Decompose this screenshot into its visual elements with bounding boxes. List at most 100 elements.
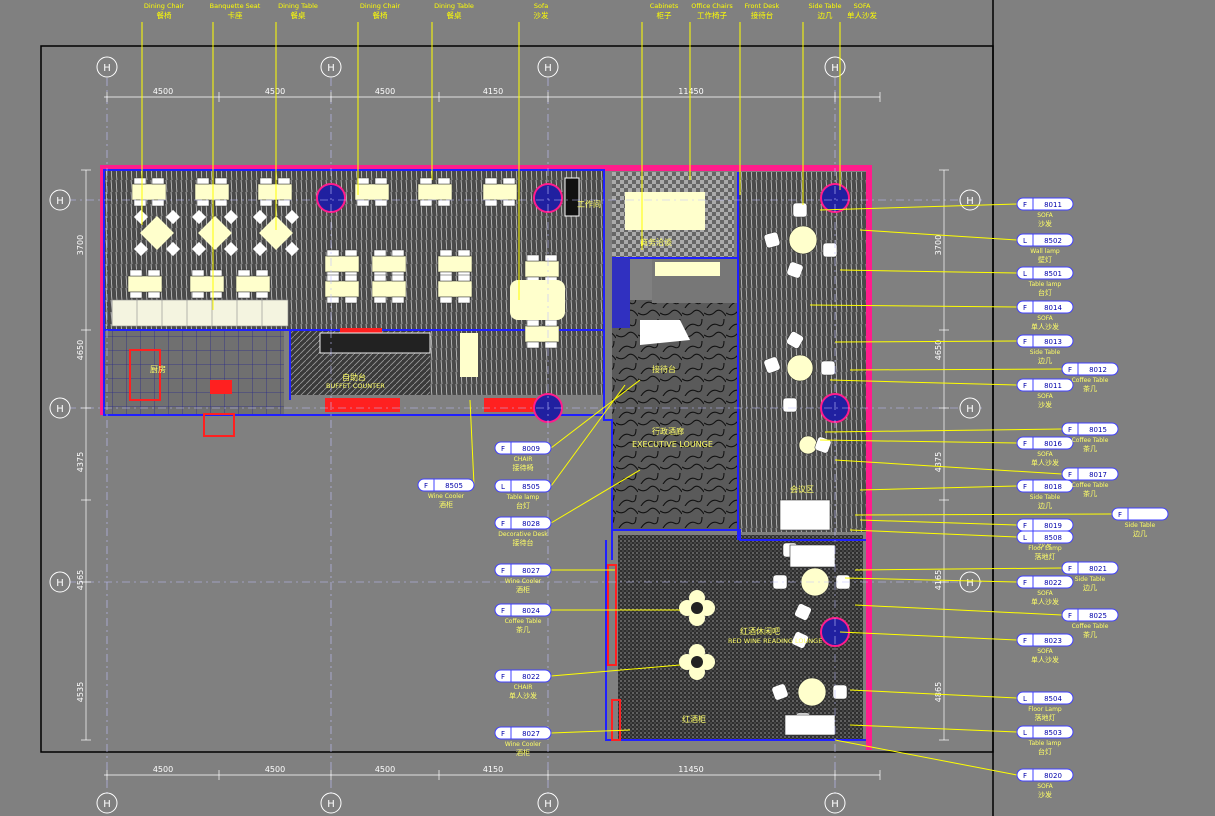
grid-bubble-label: H (966, 404, 974, 415)
tag-type: F (1068, 366, 1072, 374)
tag-type: L (1023, 534, 1027, 542)
dining-table-set (437, 274, 473, 304)
dim-right-label: 4375 (934, 452, 943, 472)
room-label-red-wine-cn: 红酒休闲吧 (740, 626, 780, 636)
dim-left-label: 4650 (76, 340, 85, 360)
tag-label-en: CHAIR (514, 684, 533, 691)
top-label-cn: 餐桌 (447, 10, 462, 20)
dining-table-set (194, 177, 230, 207)
tag-type: F (1023, 483, 1027, 491)
dining-chair (484, 177, 498, 185)
dim-top-label: 4500 (375, 87, 395, 96)
tag-box (1016, 378, 1074, 392)
room-label-meeting: 会议区 (790, 484, 814, 494)
tag-leader (834, 739, 1018, 776)
bar-counter (460, 333, 478, 377)
dining-chair (457, 296, 471, 304)
red-wine-sofa (789, 544, 836, 568)
room-label-front-desk: 接待台 (652, 364, 676, 374)
tag-label-en: Floor Lamp (1028, 545, 1062, 552)
tag-label-cn: 落地灯 (1035, 552, 1056, 561)
tag-label-en: Side Table (1125, 522, 1156, 529)
round-table-set (679, 590, 715, 626)
tag-code: 8505 (445, 482, 463, 490)
room-label-wine-cabinet: 红酒柜 (682, 714, 706, 724)
dining-chair (419, 177, 433, 185)
tag-label-cn: 台灯 (1038, 288, 1052, 297)
tag-label-en: Table lamp (1028, 740, 1062, 747)
meeting-sofa (779, 499, 831, 531)
round-table (691, 602, 703, 614)
room-label-red-wine-en: RED WINE READING LOUNGE (728, 637, 822, 645)
round-chair (679, 600, 695, 616)
tag-code: 8020 (1044, 772, 1062, 780)
dining-chair (326, 274, 340, 282)
tag-label-cn: 边几 (1083, 583, 1097, 592)
tag-type: F (1068, 426, 1072, 434)
grid-bubble: H (49, 571, 71, 593)
tag-code: 8011 (1044, 201, 1062, 209)
diamond-table-set (133, 209, 181, 257)
grid-bubble: H (537, 792, 559, 814)
tag-code: 8024 (522, 607, 540, 615)
tag-box (1061, 561, 1119, 575)
tag-leader (834, 340, 1018, 343)
dining-table-set (482, 177, 518, 207)
dim-top-label: 4500 (265, 87, 285, 96)
tag-code: 8027 (522, 567, 540, 575)
tag-leader (550, 729, 631, 734)
tag-leader (859, 229, 1018, 241)
room-labels: EXECUTIVE LOUNGE 行政酒廊 RED WINE READING L… (150, 199, 822, 724)
tag-leader (849, 368, 1063, 371)
dim-left-label: 4375 (76, 452, 85, 472)
tag-label-cn: 台灯 (516, 501, 530, 510)
dining-chair (344, 296, 358, 304)
dining-chair (484, 199, 498, 207)
lounge-chair (763, 356, 781, 374)
diamond-chair (223, 241, 239, 257)
grid-bubble: H (320, 792, 342, 814)
dim-bottom-label: 11450 (678, 765, 703, 774)
tag-code: 8502 (1044, 237, 1062, 245)
round-table (691, 656, 703, 668)
grid-bubble: H (320, 56, 342, 78)
grid-bubble-circle (320, 792, 342, 814)
tag-type: L (1023, 237, 1027, 245)
tag-label-cn: 沙发 (1038, 540, 1052, 549)
tag-box (494, 726, 552, 740)
tag-code: 8503 (1044, 729, 1062, 737)
tag-box (1016, 334, 1074, 348)
tag-code: 8019 (1044, 522, 1062, 530)
diamond-table (259, 216, 293, 250)
dining-chair (129, 291, 143, 299)
grid-bubble: H (96, 56, 118, 78)
dining-chair (356, 177, 370, 185)
top-label-cn: 餐椅 (157, 10, 172, 20)
tag-code: 8013 (1044, 338, 1062, 346)
tag-label-cn: 边几 (1133, 529, 1147, 538)
tag-code: 8501 (1044, 270, 1062, 278)
dining-chair (151, 177, 165, 185)
tag-code: 8014 (1044, 304, 1062, 312)
dining-table (194, 183, 230, 201)
dim-right-label: 4865 (934, 682, 943, 702)
tag-box (494, 603, 552, 617)
grid-bubble-label: H (103, 63, 111, 74)
dining-chair (326, 249, 340, 257)
dining-table (189, 275, 225, 293)
dining-table-set (371, 274, 407, 304)
dining-chair (209, 269, 223, 277)
lounge-chair (820, 360, 836, 376)
grid-lines (50, 60, 985, 816)
banquette-seat (111, 299, 289, 327)
tag-code: 8017 (1089, 471, 1107, 479)
dining-chair (259, 199, 273, 207)
coffee-table (797, 677, 827, 707)
dining-chair (502, 199, 516, 207)
